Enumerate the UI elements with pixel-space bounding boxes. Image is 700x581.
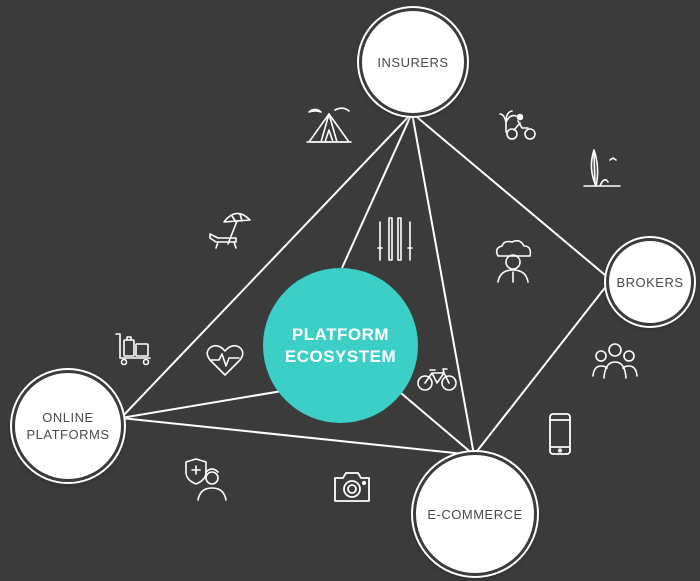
node-e-commerce-label: E-COMMERCE [427,506,523,522]
node-brokers: BROKERS [606,238,694,326]
edge-insurers-online-platforms [120,112,413,419]
center-label: PLATFORM ECOSYSTEM [284,324,397,366]
camping-tent-icon [305,106,353,146]
heart-pulse-icon [205,342,245,378]
person-cloud-icon [490,238,536,284]
node-brokers-label: BROKERS [616,274,684,290]
node-online-platforms-label: ONLINE PLATFORMS [26,410,110,442]
edge-insurers-e-commerce [411,112,475,456]
edge-insurers-center [341,112,413,269]
security-guard-icon [182,458,230,502]
edge-brokers-e-commerce [473,279,612,456]
surfboard-icon [582,146,622,190]
skis-icon [376,214,420,264]
bicycle-icon [416,366,458,392]
camera-icon [332,470,372,504]
edge-center-e-commerce [394,387,475,456]
beach-lounger-umbrella-icon [206,208,256,250]
luggage-trolley-icon [114,332,154,366]
group-people-icon [592,340,638,380]
node-online-platforms: ONLINE PLATFORMS [12,370,124,482]
edge-online-platforms-center [120,389,289,419]
smartphone-icon [547,412,573,456]
edge-online-platforms-e-commerce [120,417,475,456]
center-platform-ecosystem: PLATFORM ECOSYSTEM [263,268,418,423]
node-insurers: INSURERS [359,8,467,116]
node-e-commerce: E-COMMERCE [413,452,537,576]
edge-insurers-brokers [411,112,612,281]
node-insurers-label: INSURERS [377,54,449,70]
beach-cyclist-icon [498,108,540,142]
